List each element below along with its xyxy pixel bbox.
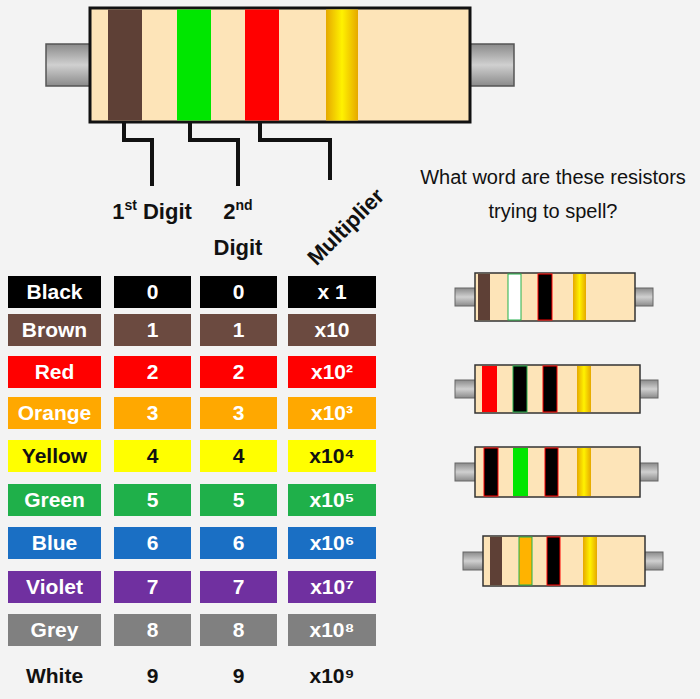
digit-cell: 0 — [200, 276, 277, 308]
color-band — [543, 366, 557, 412]
digit-cell: 4 — [200, 440, 277, 472]
multiplier-cell: x10³ — [288, 397, 376, 429]
color-band — [326, 10, 358, 121]
bracket-line — [124, 122, 152, 186]
digit-cell: 4 — [114, 440, 191, 472]
digit-cell: 9 — [200, 660, 277, 692]
multiplier-cell: x10⁴ — [288, 440, 376, 472]
color-band — [583, 537, 597, 585]
color-band — [245, 10, 279, 121]
heading-word: Digit — [137, 199, 192, 224]
digit-cell: 5 — [200, 484, 277, 516]
color-name-cell: Violet — [8, 571, 101, 603]
resistor-lead — [455, 463, 477, 481]
digit-cell: 5 — [114, 484, 191, 516]
color-name-cell: Blue — [8, 527, 101, 559]
digit-cell: 2 — [200, 356, 277, 388]
resistor-symbol — [46, 8, 514, 122]
color-name-cell: Orange — [8, 397, 101, 429]
color-band — [577, 366, 591, 412]
digit-number: 2 — [223, 199, 235, 224]
multiplier-cell: x10⁹ — [288, 660, 376, 692]
color-name-cell: Red — [8, 356, 101, 388]
multiplier-cell: x 1 — [288, 276, 376, 308]
resistor-lead — [643, 552, 663, 570]
question-title: What word are these resistors trying to … — [418, 160, 688, 228]
resistor-symbol — [463, 536, 663, 586]
color-name-cell: Grey — [8, 614, 101, 646]
color-name-cell: Yellow — [8, 440, 101, 472]
column-heading: Multiplier — [291, 172, 401, 282]
color-band — [177, 10, 211, 121]
resistor-symbol — [455, 273, 653, 321]
color-band — [484, 448, 498, 496]
resistor-symbol — [455, 365, 658, 413]
digit-cell: 6 — [200, 527, 277, 559]
column-heading: 1st Digit — [110, 194, 194, 230]
column-heading: 2nd Digit — [196, 194, 280, 266]
color-band — [577, 448, 591, 496]
resistor-lead — [638, 380, 658, 398]
color-band — [478, 274, 490, 320]
resistor-symbol — [455, 447, 658, 497]
color-name-cell: Green — [8, 484, 101, 516]
resistor-lead — [455, 288, 477, 306]
ordinal-suffix: st — [124, 197, 136, 213]
color-band — [482, 366, 497, 412]
digit-cell: 3 — [200, 397, 277, 429]
digit-cell: 2 — [114, 356, 191, 388]
ordinal-suffix: nd — [236, 197, 253, 213]
multiplier-cell: x10⁸ — [288, 614, 376, 646]
resistor-body — [475, 447, 640, 497]
bracket-line — [190, 122, 238, 186]
color-band — [545, 448, 558, 496]
color-name-cell: White — [8, 660, 101, 692]
digit-cell: 3 — [114, 397, 191, 429]
resistor-body — [483, 536, 645, 586]
color-band — [547, 537, 560, 585]
resistor-body — [475, 365, 640, 413]
digit-cell: 1 — [114, 314, 191, 346]
digit-cell: 6 — [114, 527, 191, 559]
multiplier-cell: x10 — [288, 314, 376, 346]
bracket — [124, 122, 330, 186]
digit-cell: 7 — [114, 571, 191, 603]
color-band — [513, 366, 527, 412]
resistor-lead — [455, 380, 477, 398]
digit-cell: 7 — [200, 571, 277, 603]
multiplier-cell: x10⁶ — [288, 527, 376, 559]
color-band — [513, 448, 528, 496]
color-band — [538, 274, 552, 320]
multiplier-cell: x10⁷ — [288, 571, 376, 603]
multiplier-cell: x10⁵ — [288, 484, 376, 516]
color-band — [573, 274, 586, 320]
resistor-lead — [46, 44, 92, 86]
digit-cell: 9 — [114, 660, 191, 692]
resistor-lead — [463, 552, 485, 570]
color-band — [490, 537, 502, 585]
bracket-line — [260, 122, 330, 180]
resistor-lead — [633, 288, 653, 306]
color-band — [108, 10, 142, 121]
resistor-body — [90, 8, 470, 122]
color-name-cell: Black — [8, 276, 101, 308]
color-name-cell: Brown — [8, 314, 101, 346]
color-band — [519, 537, 532, 585]
resistor-lead — [638, 463, 658, 481]
digit-cell: 8 — [114, 614, 191, 646]
multiplier-cell: x10² — [288, 356, 376, 388]
heading-word: Digit — [214, 235, 263, 260]
digit-cell: 0 — [114, 276, 191, 308]
digit-cell: 8 — [200, 614, 277, 646]
color-band — [508, 274, 521, 320]
digit-number: 1 — [112, 199, 124, 224]
resistor-lead — [468, 44, 514, 86]
resistor-body — [475, 273, 635, 321]
digit-cell: 1 — [200, 314, 277, 346]
